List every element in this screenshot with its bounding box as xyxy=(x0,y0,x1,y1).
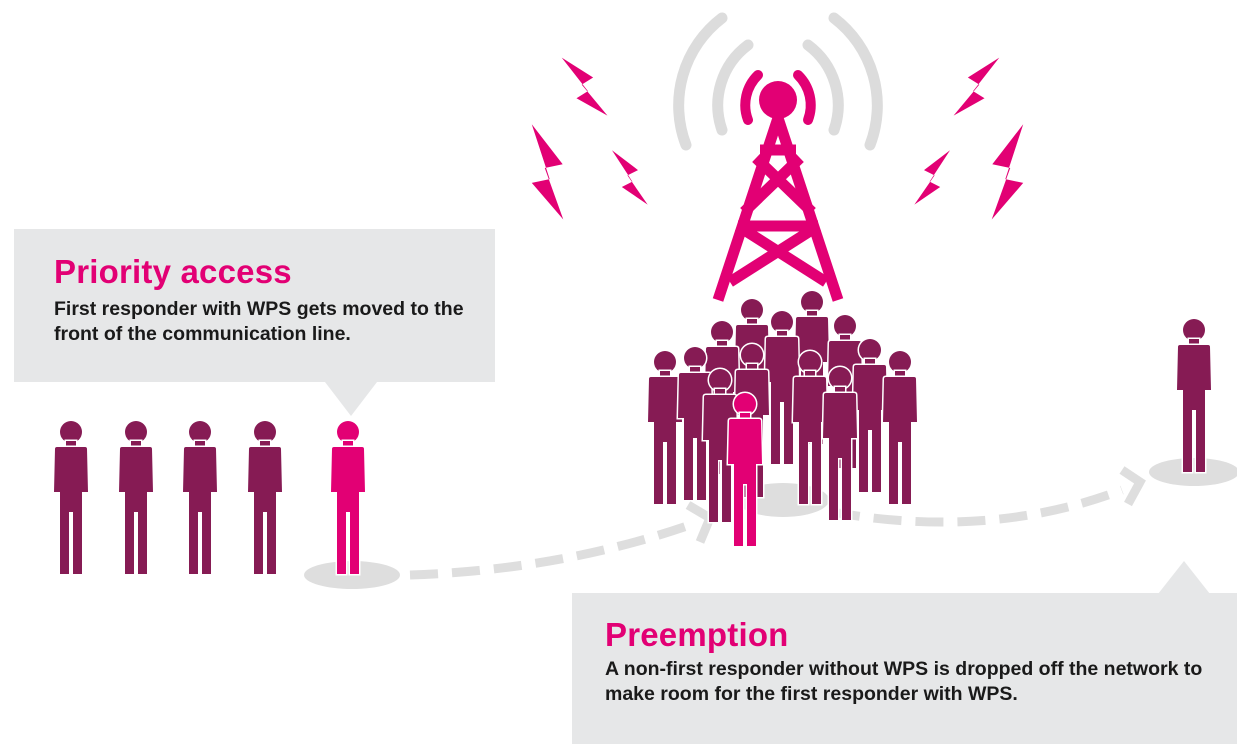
priority-access-callout: Priority access First responder with WPS… xyxy=(14,229,495,382)
lightning-bolt-icon xyxy=(914,147,951,208)
person-silhouette-icon xyxy=(246,419,284,576)
callout-title: Priority access xyxy=(54,253,292,290)
person-silhouette-icon xyxy=(646,349,684,506)
arrow-line-dropped xyxy=(831,485,1124,527)
preemption-callout: Preemption A non-first responder without… xyxy=(572,593,1237,744)
first-responder-person-icon xyxy=(329,419,367,576)
person-silhouette-icon xyxy=(181,419,219,576)
person-silhouette-icon xyxy=(881,349,919,506)
person-silhouette-icon xyxy=(52,419,90,576)
signal-wave-inner-left xyxy=(740,70,763,125)
lightning-bolt-icon xyxy=(516,124,579,220)
dropped-person xyxy=(1175,317,1213,474)
lightning-bolt-icon xyxy=(976,124,1039,220)
lightning-bolt-icon xyxy=(561,51,608,122)
callout-body: A non-first responder without WPS is dro… xyxy=(605,658,1203,706)
signal-wave-outer-left xyxy=(673,12,728,151)
callout-title: Preemption xyxy=(605,616,789,653)
callout-pointer xyxy=(325,382,377,416)
callout-body: First responder with WPS gets moved to t… xyxy=(54,298,464,346)
person-silhouette-icon xyxy=(117,419,155,576)
signal-wave-mid-right xyxy=(802,39,844,136)
signal-wave-outer-right xyxy=(828,12,883,151)
signal-wave-mid-left xyxy=(712,39,754,136)
person-silhouette-icon xyxy=(1175,317,1213,474)
signal-waves xyxy=(673,12,883,151)
waiting-line xyxy=(52,419,367,576)
arrow-head-front xyxy=(685,501,716,544)
cell-tower-icon xyxy=(712,81,844,302)
lightning-bolt-icon xyxy=(953,51,1000,122)
arrow-head-dropped xyxy=(1119,466,1146,507)
arrow-line-front xyxy=(409,520,692,580)
lightning-bolt-icon xyxy=(611,147,648,208)
signal-wave-inner-right xyxy=(793,70,816,125)
callout-pointer xyxy=(1158,561,1210,594)
